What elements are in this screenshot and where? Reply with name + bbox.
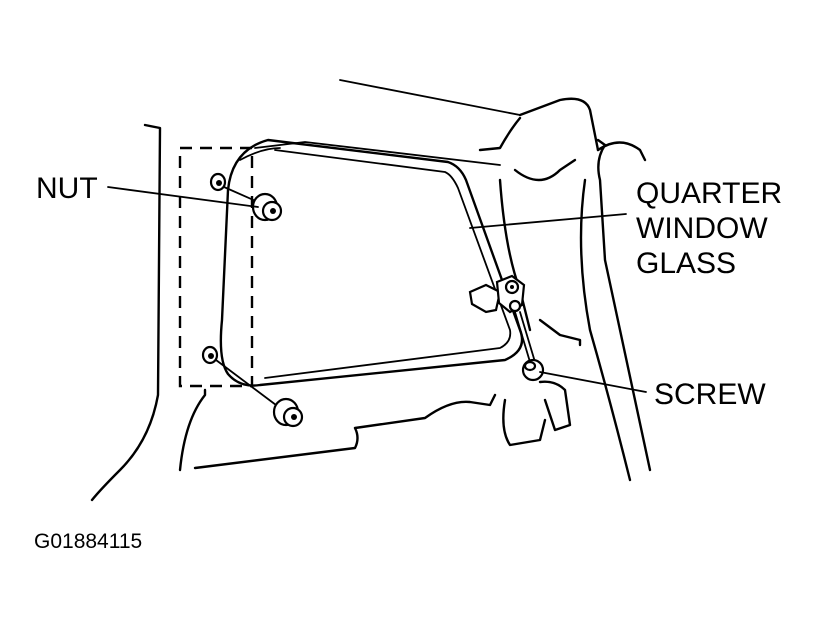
label-screw: SCREW [654,378,766,411]
label-nut: NUT [36,172,98,205]
nut-upper [223,186,283,222]
label-window: WINDOW [636,212,768,245]
nut-leader-line [107,186,259,208]
body-panel-outline [90,79,652,502]
glass-leader-line [469,213,627,229]
detail-dashed-box [178,146,254,388]
nut-lower [215,359,304,428]
quarter-window-glass [219,138,524,387]
figure-code: G01884115 [34,530,142,553]
screw-leader-line [539,371,647,393]
stud-upper [209,172,227,192]
label-glass: GLASS [636,247,736,280]
screw-part [514,311,545,382]
stud-lower [201,345,219,365]
label-quarter: QUARTER [636,177,782,210]
latch-bracket [468,274,526,314]
